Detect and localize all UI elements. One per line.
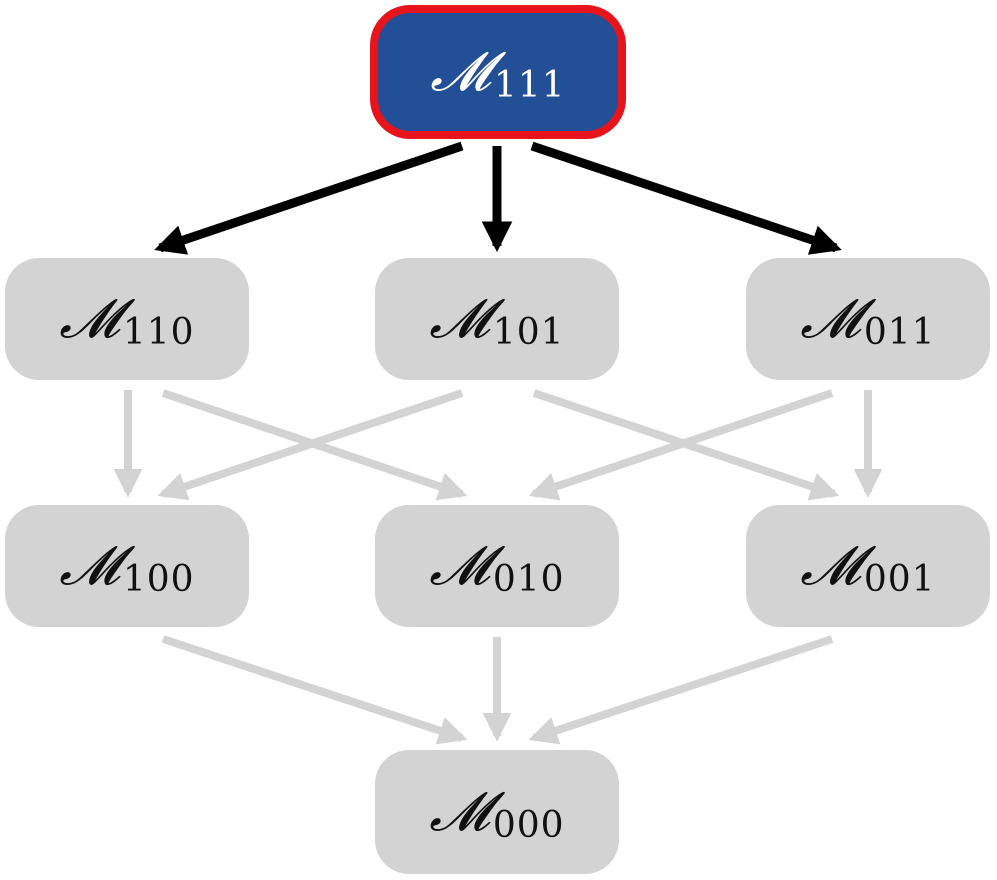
edge-m011-m010 — [528, 389, 834, 501]
node-subscript: 110 — [122, 312, 195, 353]
node-subscript: 100 — [122, 559, 195, 600]
edge-m100-m000 — [161, 635, 468, 745]
node-subscript: 101 — [492, 312, 565, 353]
node-symbol: 𝓜 — [429, 534, 491, 597]
node-subscript: 011 — [863, 312, 936, 353]
edge-m101-m100 — [157, 389, 464, 501]
node-symbol: 𝓜 — [800, 287, 862, 350]
node-subscript: 001 — [863, 559, 936, 600]
edge-m111-m011 — [530, 141, 842, 255]
node-subscript: 000 — [492, 805, 565, 846]
node-symbol: 𝓜 — [59, 534, 121, 597]
node-symbol: 𝓜 — [800, 534, 862, 597]
node-symbol: 𝓜 — [430, 40, 492, 103]
node-symbol: 𝓜 — [59, 287, 121, 350]
edge-m001-m000 — [528, 635, 834, 745]
node-symbol: 𝓜 — [429, 287, 491, 350]
node-subscript: 111 — [493, 65, 566, 106]
node-symbol: 𝓜 — [429, 780, 491, 843]
edge-m111-m110 — [154, 141, 464, 255]
node-subscript: 010 — [492, 559, 565, 600]
